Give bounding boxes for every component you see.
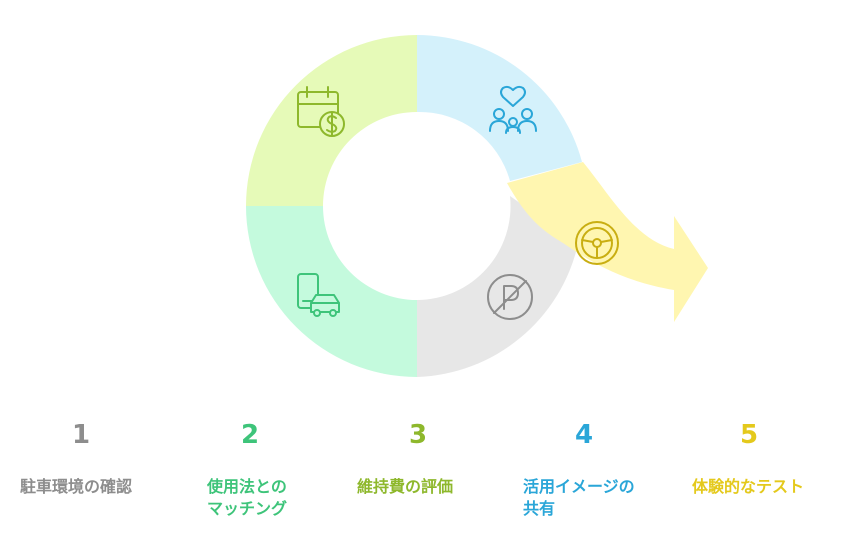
step-3-label: 維持費の評価 (357, 477, 454, 496)
step-5-label: 体験的なテスト (692, 477, 805, 496)
ring-segment-no-parking (417, 196, 578, 377)
phone-car-icon (297, 273, 340, 317)
calendar-dollar-icon (297, 86, 345, 137)
step-4-label: 活用イメージの 共有 (523, 477, 635, 518)
step-2-number: 2 (241, 420, 260, 450)
step-5-number: 5 (740, 420, 759, 450)
step-3-number: 3 (409, 420, 428, 450)
no-parking-icon (487, 274, 533, 320)
step-4-number: 4 (575, 420, 594, 450)
process-diagram (246, 35, 708, 377)
steering-wheel-icon (575, 221, 619, 265)
ring-segment-family (417, 35, 582, 181)
outgoing-arrow (507, 162, 708, 322)
step-2-label: 使用法との マッチング (207, 477, 288, 518)
step-1-number: 1 (72, 420, 91, 450)
ring-segment-phone-car (246, 206, 417, 377)
step-1-label: 駐車環境の確認 (20, 477, 133, 496)
family-heart-icon (489, 85, 537, 134)
